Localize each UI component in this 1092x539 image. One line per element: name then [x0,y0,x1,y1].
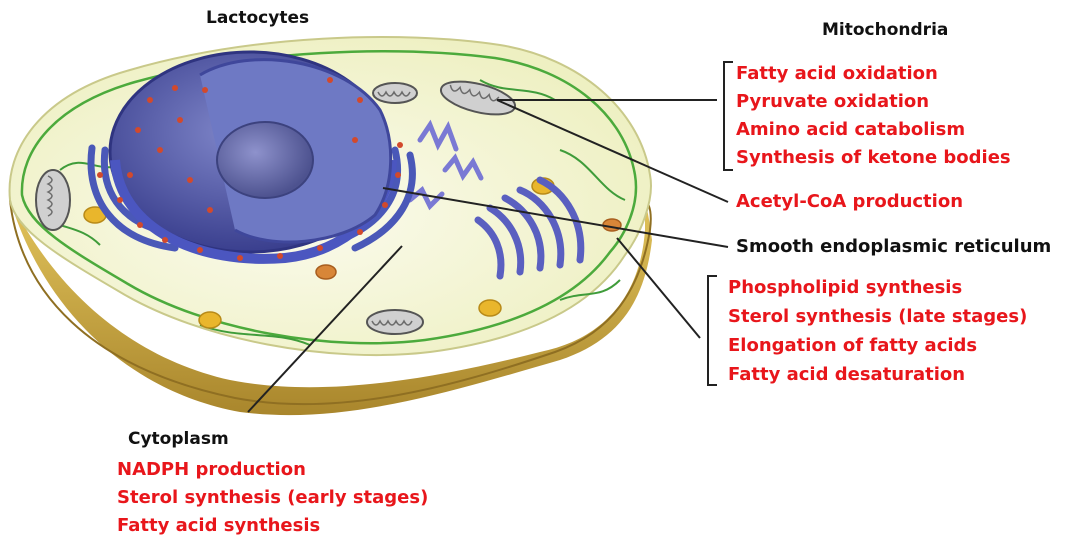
cytoplasm-function: NADPH production [117,461,306,479]
bracket-mitochondria [724,62,733,170]
nucleus [110,52,392,259]
ser-function: Phospholipid synthesis [728,279,962,297]
mitochondria-function: Fatty acid oxidation [736,65,938,83]
mitochondrion-left [36,170,70,230]
ser-function: Sterol synthesis (late stages) [728,308,1027,326]
cytoplasm-function: Fatty acid synthesis [117,517,320,535]
mitochondria-function: Amino acid catabolism [736,121,965,139]
ser-function: Elongation of fatty acids [728,337,977,355]
mitochondria-heading: Mitochondria [822,22,948,39]
mitochondrion-bottom [367,310,423,334]
mitochondrion-upper-middle [373,83,417,103]
cytoplasm-function: Sterol synthesis (early stages) [117,489,428,507]
cytoplasm-heading: Cytoplasm [128,431,229,448]
mitochondria-function: Synthesis of ketone bodies [736,149,1011,167]
bracket-ser [708,276,717,385]
pointer-ser-functions [617,238,700,338]
ser-heading: Smooth endoplasmic reticulum [736,238,1051,256]
mitochondria-function: Pyruvate oxidation [736,93,929,111]
acetyl-coa-label: Acetyl-CoA production [736,193,963,211]
ser-function: Fatty acid desaturation [728,366,965,384]
diagram-title: Lactocytes [206,10,309,27]
